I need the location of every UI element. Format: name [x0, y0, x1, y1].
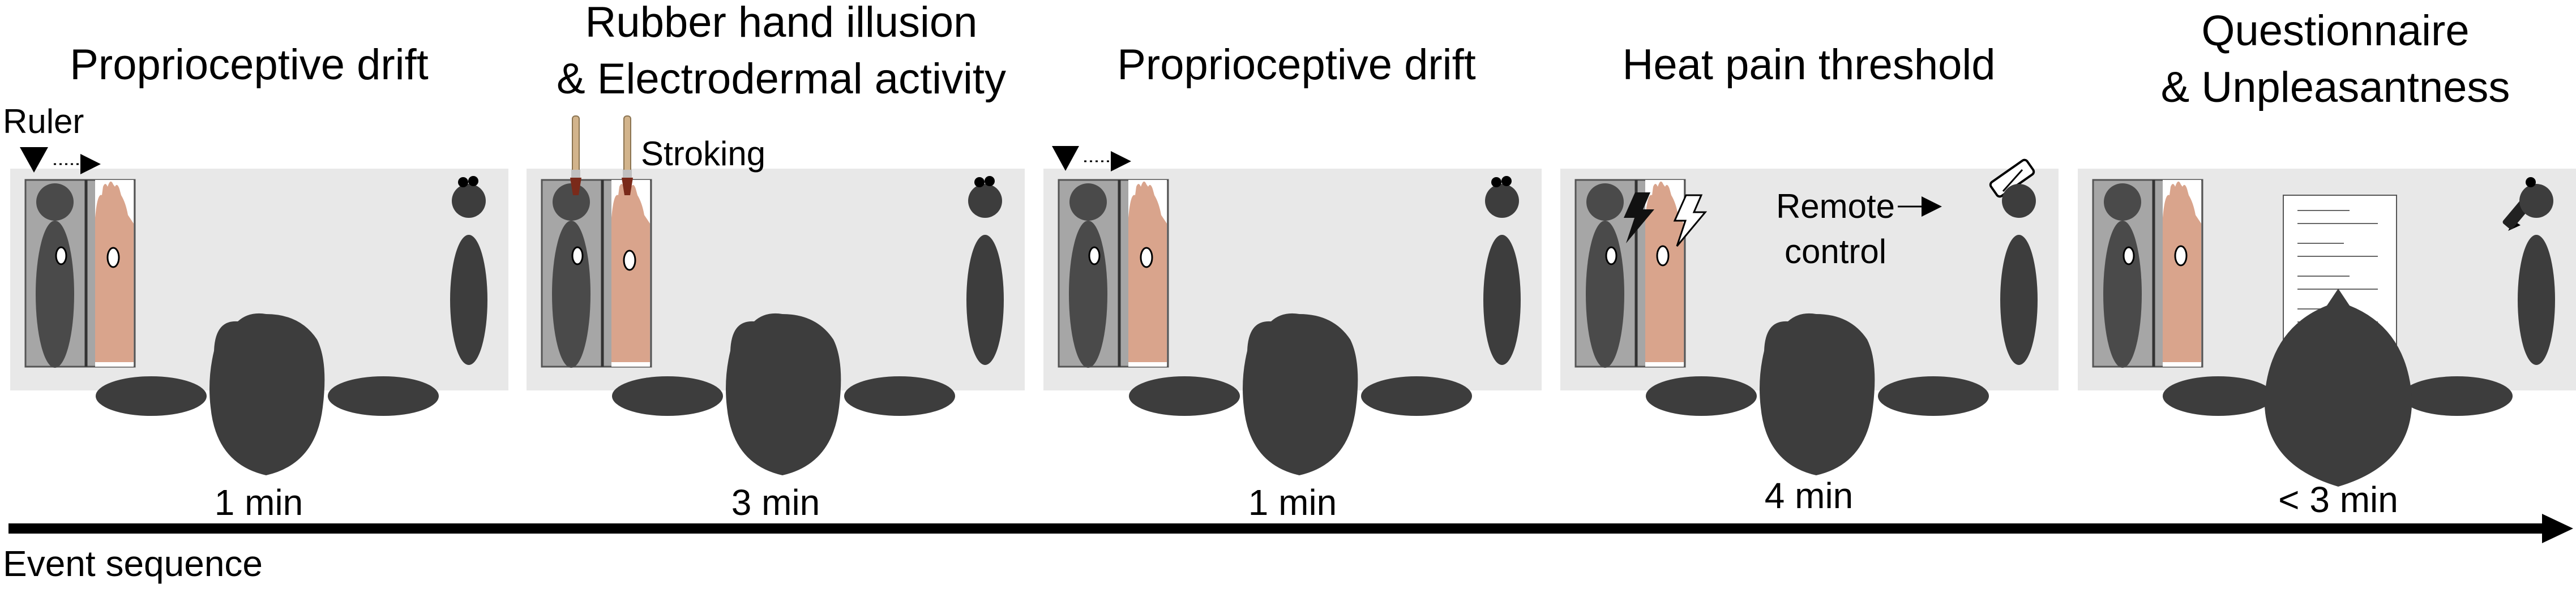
panel-1-title: Proprioceptive drift — [70, 41, 429, 89]
rubber-hand — [2163, 180, 2201, 367]
panel-3-title: Proprioceptive drift — [1117, 41, 1476, 89]
ruler-marker-icon — [1052, 146, 1079, 171]
experimenter — [2000, 184, 2038, 365]
participant — [1646, 313, 1989, 475]
panel-4-title: Heat pain threshold — [1622, 41, 1995, 89]
rubber-hand — [1128, 180, 1167, 367]
hidden-arm — [552, 221, 590, 368]
hidden-arm — [1069, 221, 1107, 368]
panel-5-title-line-2: & Unpleasantness — [2161, 63, 2510, 111]
experimenter — [966, 176, 1004, 365]
rubber-hand — [611, 180, 650, 367]
remote-control-label-line-2: control — [1785, 233, 1886, 270]
hidden-arm-marker — [1605, 246, 1618, 265]
panel-5-duration: < 3 min — [2278, 479, 2398, 520]
panel-4: Heat pain threshold Remote control — [1560, 41, 2059, 516]
stroking-label: Stroking — [641, 135, 765, 173]
panel-2: Rubber hand illusion & Electrodermal act… — [527, 0, 1025, 523]
lightning-bolt-outline-icon — [1673, 194, 1708, 247]
panel-5: Questionnaire & Unpleasantness — [2078, 7, 2576, 520]
hidden-hand — [553, 183, 590, 221]
panel-1-duration: 1 min — [215, 482, 303, 523]
lightning-bolt-icon — [1624, 192, 1654, 243]
hidden-hand — [2104, 183, 2141, 221]
hidden-arm — [36, 221, 74, 368]
experimenter — [450, 176, 487, 365]
remote-control-label-line-1: Remote — [1776, 187, 1895, 225]
panel-2-title-line-1: Rubber hand illusion — [585, 0, 978, 46]
timeline: Event sequence — [3, 514, 2573, 584]
hidden-hand — [1586, 183, 1624, 221]
hidden-arm-marker — [1088, 246, 1101, 265]
hidden-hand — [36, 183, 74, 221]
ruler-marker-icon — [20, 147, 48, 173]
participant — [2163, 289, 2513, 487]
rubber-hand — [1645, 180, 1684, 367]
ruler-label: Ruler — [3, 102, 84, 140]
experimenter — [1483, 176, 1521, 365]
participant — [612, 313, 955, 475]
panel-2-duration: 3 min — [731, 482, 820, 523]
panel-2-title-line-2: & Electrodermal activity — [557, 55, 1006, 103]
panel-3-duration: 1 min — [1248, 482, 1337, 523]
panel-5-title-line-1: Questionnaire — [2201, 7, 2469, 55]
hidden-arm-marker — [2123, 246, 2135, 265]
timeline-label: Event sequence — [3, 543, 263, 584]
participant — [1129, 313, 1472, 475]
panel-1: Proprioceptive drift Ruler — [3, 41, 508, 523]
panel-3: Proprioceptive drift 1 min — [1043, 41, 1542, 523]
experimenter — [2518, 177, 2555, 365]
rubber-hand — [95, 180, 134, 367]
hidden-arm — [1586, 221, 1624, 368]
paintbrush-icon — [570, 115, 581, 195]
paintbrush-icon — [622, 115, 633, 195]
hidden-arm-marker — [571, 246, 584, 265]
hidden-arm-marker — [55, 246, 67, 265]
participant — [96, 313, 439, 475]
timeline-arrow-shaft — [8, 523, 2548, 534]
timeline-arrow-head-icon — [2542, 514, 2573, 543]
hidden-arm — [2103, 221, 2142, 368]
hidden-hand — [1069, 183, 1107, 221]
panel-4-duration: 4 min — [1765, 475, 1854, 516]
